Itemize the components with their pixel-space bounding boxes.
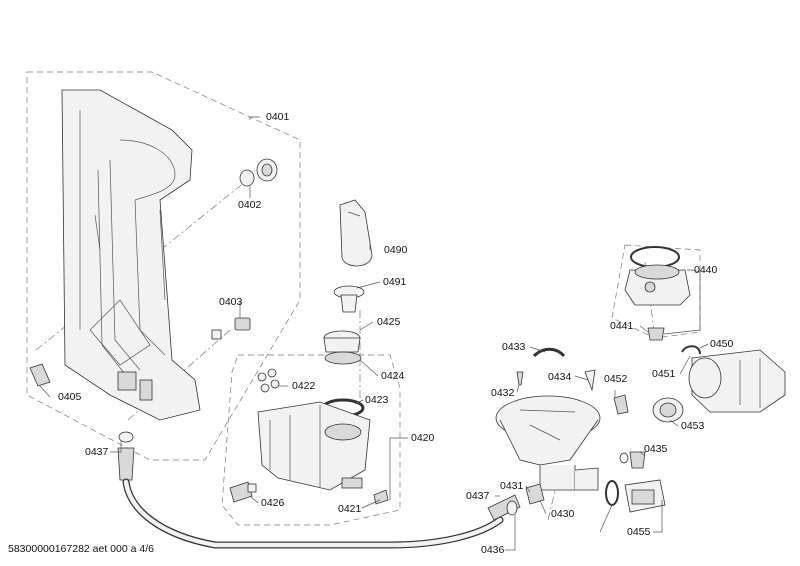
pump-top-0440 — [624, 246, 691, 306]
clip-0421 — [373, 489, 389, 505]
pump-group-boundary — [611, 244, 701, 339]
side-panel-duct — [61, 89, 201, 421]
label-0424: 0424 — [381, 370, 405, 382]
ring-0424 — [324, 351, 362, 365]
label-0452: 0452 — [604, 373, 628, 385]
label-0422: 0422 — [292, 380, 316, 392]
cap-0491 — [333, 285, 365, 313]
arc-0433 — [532, 347, 566, 358]
fitting-0431 — [525, 483, 545, 505]
clip-0405 — [29, 363, 51, 387]
clip-0452 — [613, 394, 629, 415]
label-0403: 0403 — [219, 296, 243, 308]
label-0451: 0451 — [652, 368, 676, 380]
sump-housing-0420 — [257, 401, 371, 491]
fitting-0441 — [647, 327, 665, 341]
side-panel-boundary — [26, 71, 301, 461]
label-0437-lower: 0437 — [466, 490, 490, 502]
label-0426: 0426 — [261, 497, 285, 509]
document-footer-code: 58300000167282 aet 000 a 4/6 — [8, 543, 154, 555]
label-0423: 0423 — [365, 394, 389, 406]
label-0436: 0436 — [481, 544, 505, 556]
heater-0455 — [605, 479, 666, 513]
circulation-pump-0450 — [688, 349, 786, 413]
label-0433: 0433 — [502, 341, 526, 353]
hose-0437-0436 — [117, 431, 521, 549]
label-0441: 0441 — [610, 320, 634, 332]
clip-0451 — [681, 345, 701, 355]
label-0434: 0434 — [548, 371, 572, 383]
valve-flap-0434 — [584, 369, 596, 392]
label-0437-upper: 0437 — [85, 446, 109, 458]
label-0401: 0401 — [266, 111, 290, 123]
valve-0426 — [229, 481, 257, 503]
label-0402: 0402 — [238, 199, 262, 211]
cap-0425 — [323, 330, 361, 353]
screw-0432 — [516, 371, 524, 386]
label-0432: 0432 — [491, 387, 515, 399]
label-0435: 0435 — [644, 443, 668, 455]
label-0421: 0421 — [338, 503, 362, 515]
seals-0422 — [257, 368, 280, 393]
label-0425: 0425 — [377, 316, 401, 328]
sump-group-boundary — [221, 354, 401, 526]
ring-0435 — [619, 451, 646, 469]
label-0420: 0420 — [411, 432, 435, 444]
label-0490: 0490 — [384, 244, 408, 256]
label-0491: 0491 — [383, 276, 407, 288]
part-labels: 0401 0402 0403 0405 0490 0491 0425 0424 … — [58, 111, 734, 556]
label-0430: 0430 — [551, 508, 575, 520]
fitting-0403 — [211, 317, 251, 340]
pump-sump-0430 — [495, 395, 601, 491]
adapter-0453 — [652, 397, 684, 423]
label-0405: 0405 — [58, 391, 82, 403]
label-0440: 0440 — [694, 264, 718, 276]
label-0453: 0453 — [681, 420, 705, 432]
label-0455: 0455 — [627, 526, 651, 538]
leader-lines — [39, 116, 709, 551]
label-0450: 0450 — [710, 338, 734, 350]
salt-funnel-0490 — [339, 199, 373, 267]
label-0431: 0431 — [500, 480, 524, 492]
seal-ring-0402 — [239, 158, 278, 187]
